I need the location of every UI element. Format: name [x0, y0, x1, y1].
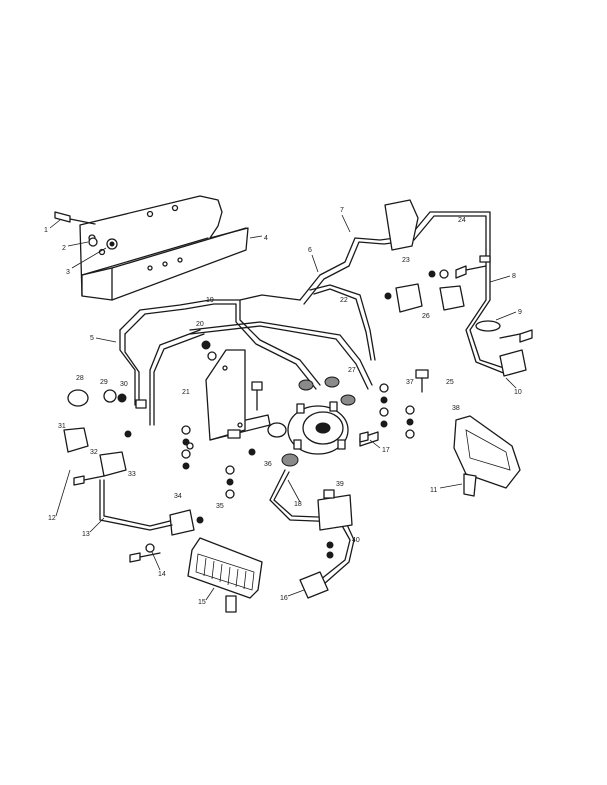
vertical-bracket — [205, 349, 271, 441]
callout-30: 30 — [120, 381, 128, 388]
callout-32: 32 — [90, 449, 98, 456]
callout-36: 36 — [264, 461, 272, 468]
callout-11: 11 — [430, 487, 437, 494]
mounting-bracket-plate — [79, 195, 249, 301]
callout-24: 24 — [458, 217, 466, 224]
callout-18: 18 — [294, 501, 302, 508]
callout-39: 39 — [336, 481, 344, 488]
callout-1: 1 — [44, 227, 48, 234]
callout-5: 5 — [90, 335, 94, 342]
callout-28: 28 — [76, 375, 84, 382]
callout-13: 13 — [82, 531, 90, 538]
callout-16: 16 — [280, 595, 288, 602]
work-light-right — [453, 415, 521, 497]
callout-2: 2 — [62, 245, 66, 252]
beacon-connectors — [267, 376, 379, 467]
callout-15: 15 — [198, 599, 206, 606]
callout-19: 19 — [206, 297, 214, 304]
callout-21: 21 — [182, 389, 190, 396]
callout-10: 10 — [514, 389, 522, 396]
callout-34: 34 — [174, 493, 182, 500]
bolts — [73, 255, 533, 563]
callout-33: 33 — [128, 471, 136, 478]
callout-9: 9 — [518, 309, 522, 316]
callout-leaders — [49, 214, 517, 601]
callout-26: 26 — [422, 313, 430, 320]
callout-40: 40 — [352, 537, 360, 544]
work-light-bottom — [187, 537, 263, 613]
left-clamp-assembly — [63, 389, 195, 536]
callout-27: 27 — [348, 367, 356, 374]
callout-14: 14 — [158, 571, 166, 578]
callout-31: 31 — [58, 423, 66, 430]
callout-38: 38 — [452, 405, 460, 412]
callout-17: 17 — [382, 447, 390, 454]
callout-29: 29 — [100, 379, 108, 386]
right-clamp-assembly — [384, 199, 527, 377]
bolt-washer-set-upper-left — [54, 211, 118, 250]
callout-4: 4 — [264, 235, 268, 242]
callout-35: 35 — [216, 503, 224, 510]
callout-8: 8 — [512, 273, 516, 280]
callout-7: 7 — [340, 207, 344, 214]
washer-nut-stacks — [124, 269, 449, 553]
callout-20: 20 — [196, 321, 204, 328]
callout-labels: 1 2 3 4 5 6 7 8 9 10 11 12 13 14 15 16 1… — [44, 207, 522, 606]
callout-25: 25 — [446, 379, 454, 386]
callout-37: 37 — [406, 379, 414, 386]
rotating-beacon-light — [287, 401, 349, 455]
callout-12: 12 — [48, 515, 56, 522]
callout-23: 23 — [402, 257, 410, 264]
callout-3: 3 — [66, 269, 70, 276]
callout-6: 6 — [308, 247, 312, 254]
wiring-tube-harness — [119, 211, 511, 426]
callout-22: 22 — [340, 297, 348, 304]
beacon-cable — [269, 469, 355, 599]
